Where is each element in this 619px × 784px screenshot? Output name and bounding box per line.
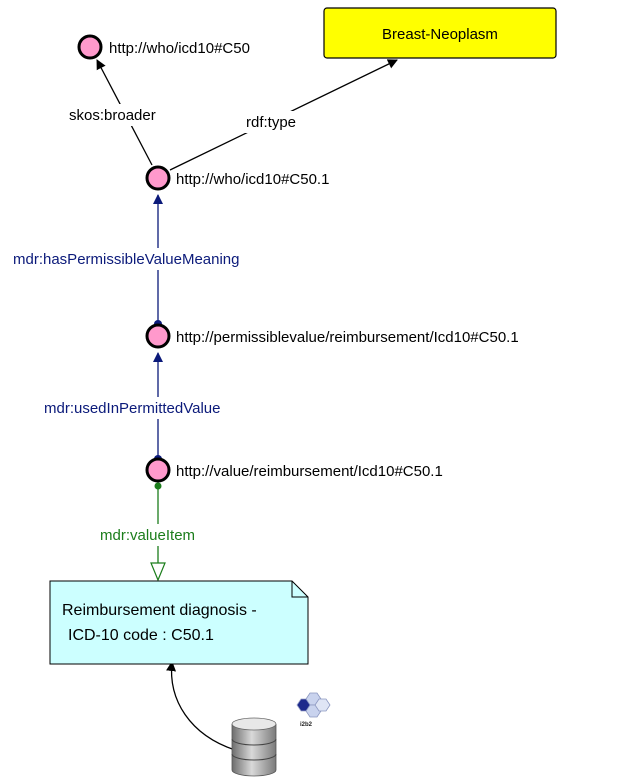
edge-label-has-permissible-value-meaning: mdr:hasPermissibleValueMeaning	[13, 251, 240, 268]
class-box-label: Breast-Neoplasm	[382, 26, 498, 43]
edge-label-used-in-permitted-value: mdr:usedInPermittedValue	[44, 400, 220, 417]
note-line-2: ICD-10 code : C50.1	[68, 627, 214, 644]
edge-label-bg	[243, 111, 305, 133]
note-body	[49, 580, 309, 665]
node-value[interactable]: http://value/reimbursement/Icd10#C50.1	[145, 457, 443, 483]
note-line-1: Reimbursement diagnosis -	[62, 602, 257, 619]
edge-label-rdf-type: rdf:type	[246, 114, 296, 131]
edge-label-bg	[10, 248, 310, 270]
node-label-c50-1: http://who/icd10#C50.1	[176, 171, 329, 188]
class-box-breast-neoplasm[interactable]: Breast-Neoplasm	[323, 7, 557, 59]
node-label-value: http://value/reimbursement/Icd10#C50.1	[176, 463, 443, 480]
edge-label-bg	[66, 104, 166, 126]
node-circle	[145, 457, 171, 483]
i2b2-logo-text: i2b2	[300, 722, 313, 728]
node-c50-1[interactable]: http://who/icd10#C50.1	[145, 165, 329, 191]
note-folded-corner	[291, 581, 308, 598]
edge-source-dot	[154, 482, 162, 490]
edge-label-skos-broader: skos:broader	[69, 107, 156, 124]
hollow-arrowhead	[150, 562, 166, 582]
edge-label-value-item: mdr:valueItem	[100, 527, 195, 544]
edge-label-bg	[40, 397, 280, 419]
edge-label-bg	[96, 524, 224, 546]
note-reimbursement-diagnosis[interactable]: Reimbursement diagnosis - ICD-10 code : …	[49, 580, 309, 665]
node-circle	[145, 323, 171, 349]
class-box-rect	[323, 7, 557, 59]
i2b2-logo-icon	[296, 692, 331, 718]
node-circle	[145, 165, 171, 191]
edge-database-to-note	[166, 661, 236, 751]
database-icon	[231, 717, 277, 777]
node-c50[interactable]: http://who/icd10#C50	[77, 34, 250, 60]
node-label-permissible-value: http://permissiblevalue/reimbursement/Ic…	[176, 329, 519, 346]
node-circle	[77, 34, 103, 60]
node-label-c50: http://who/icd10#C50	[109, 40, 250, 57]
node-permissible-value[interactable]: http://permissiblevalue/reimbursement/Ic…	[145, 323, 519, 349]
